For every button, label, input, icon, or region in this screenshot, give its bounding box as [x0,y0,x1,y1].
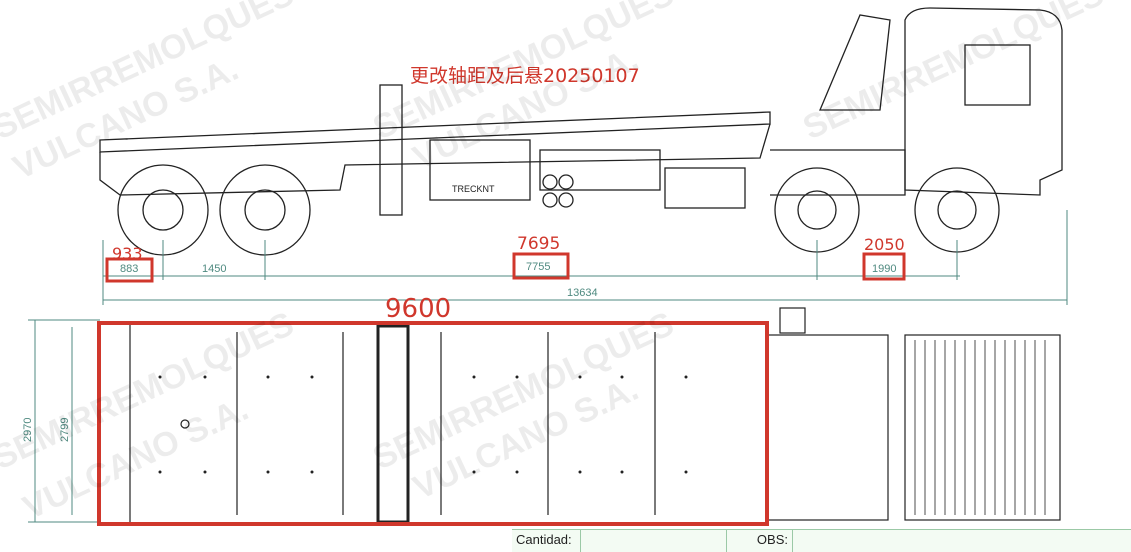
dim-overall-length: 13634 [567,287,598,299]
dim-wheelbase: 7755 [526,261,550,273]
hook-arm [819,14,891,111]
revision-note: 更改轴距及后悬20250107 [410,65,640,87]
dim-tandem-spacing: 1450 [202,263,226,275]
revised-rear-overhang: 933 [112,244,143,263]
wheel-front-2 [774,167,860,253]
quantity-label: Cantidad: [512,530,581,552]
dim-overall-width: 2970 [22,418,34,442]
fuel-tank [664,167,746,209]
subframe [99,123,771,196]
order-form: Cantidad: OBS: [512,529,1131,552]
revised-wheelbase: 7695 [517,234,560,254]
dimension-lines [28,210,1068,523]
svg-text:SEMIRREMOLQUES: SEMIRREMOLQUES [797,0,1109,147]
watermarks: SEMIRREMOLQUES VULCANO S.A. SEMIRREMOLQU… [0,0,1110,527]
obs-label: OBS: [727,530,793,552]
side-view [99,7,1063,256]
hook-column [379,84,403,216]
dim-rear-overhang: 883 [120,263,138,275]
body-length: 9600 [385,294,451,324]
front-chassis [767,334,889,521]
mount-dots [158,375,688,474]
body-outline-markup [97,321,769,526]
quantity-field[interactable] [581,530,727,552]
cab-top [904,334,1061,521]
obs-field[interactable] [793,530,1131,552]
wheel-front-1 [914,167,1000,253]
cab-window [964,44,1031,106]
toolbox [429,139,531,201]
red-markup-boxes [105,252,906,283]
dim-body-width: 2799 [59,418,71,442]
cab [904,7,1063,196]
brand-label: TRECKNT [452,184,495,194]
revised-front-axle: 2050 [864,235,905,254]
dim-front-axle: 1990 [872,263,896,275]
hook-top [779,307,806,334]
